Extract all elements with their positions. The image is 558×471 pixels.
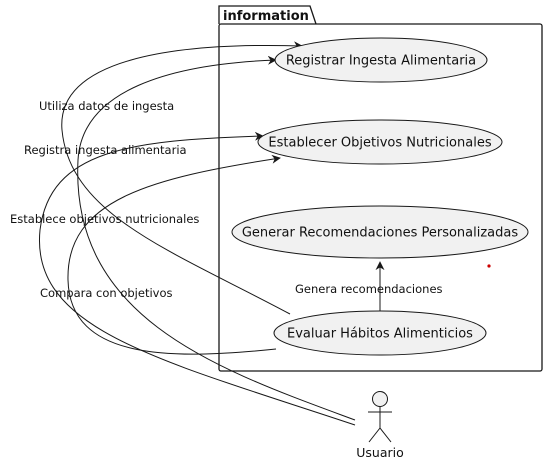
edge-label-genera: Genera recomendaciones [295,282,443,296]
edge-label-establece: Establece objetivos nutricionales [10,212,199,226]
use-case-evaluar-label: Evaluar Hábitos Alimenticios [287,327,473,342]
actor-right-leg [379,427,392,443]
use-case-generar-label: Generar Recomendaciones Personalizadas [242,226,519,241]
package-border [218,23,543,372]
edges [39,41,385,426]
use-case-registrar-label: Registrar Ingesta Alimentaria [286,54,476,69]
edge-label-utiliza: Utiliza datos de ingesta [39,99,174,113]
use-case-establecer-shape [257,119,503,165]
use-case-registrar[interactable]: Registrar Ingesta Alimentaria [274,37,488,83]
use-case-generar[interactable]: Generar Recomendaciones Personalizadas [231,205,529,259]
use-case-establecer-label: Establecer Objetivos Nutricionales [268,136,491,151]
actor-left-leg [368,427,381,443]
actor-head [372,391,388,407]
use-case-evaluar[interactable]: Evaluar Hábitos Alimenticios [273,310,487,356]
package-tab [218,5,317,25]
red-dot-marker [487,264,491,268]
package-title: information [223,9,309,24]
use-case-generar-shape [231,205,529,259]
edge-compara-objetivos [67,154,281,355]
edge-label-compara: Compara con objetivos [40,286,173,300]
use-case-registrar-shape [274,37,488,83]
edge-utiliza-datos [61,41,303,315]
edge-registra-ingesta [77,55,356,421]
package-information: information [218,5,543,372]
actor-usuario[interactable] [368,391,392,443]
actor-usuario-label: Usuario [356,445,404,460]
use-case-evaluar-shape [273,310,487,356]
edge-label-registra: Registra ingesta alimentaria [24,143,187,157]
use-case-establecer[interactable]: Establecer Objetivos Nutricionales [257,119,503,165]
edge-establece-objetivos [39,131,356,426]
